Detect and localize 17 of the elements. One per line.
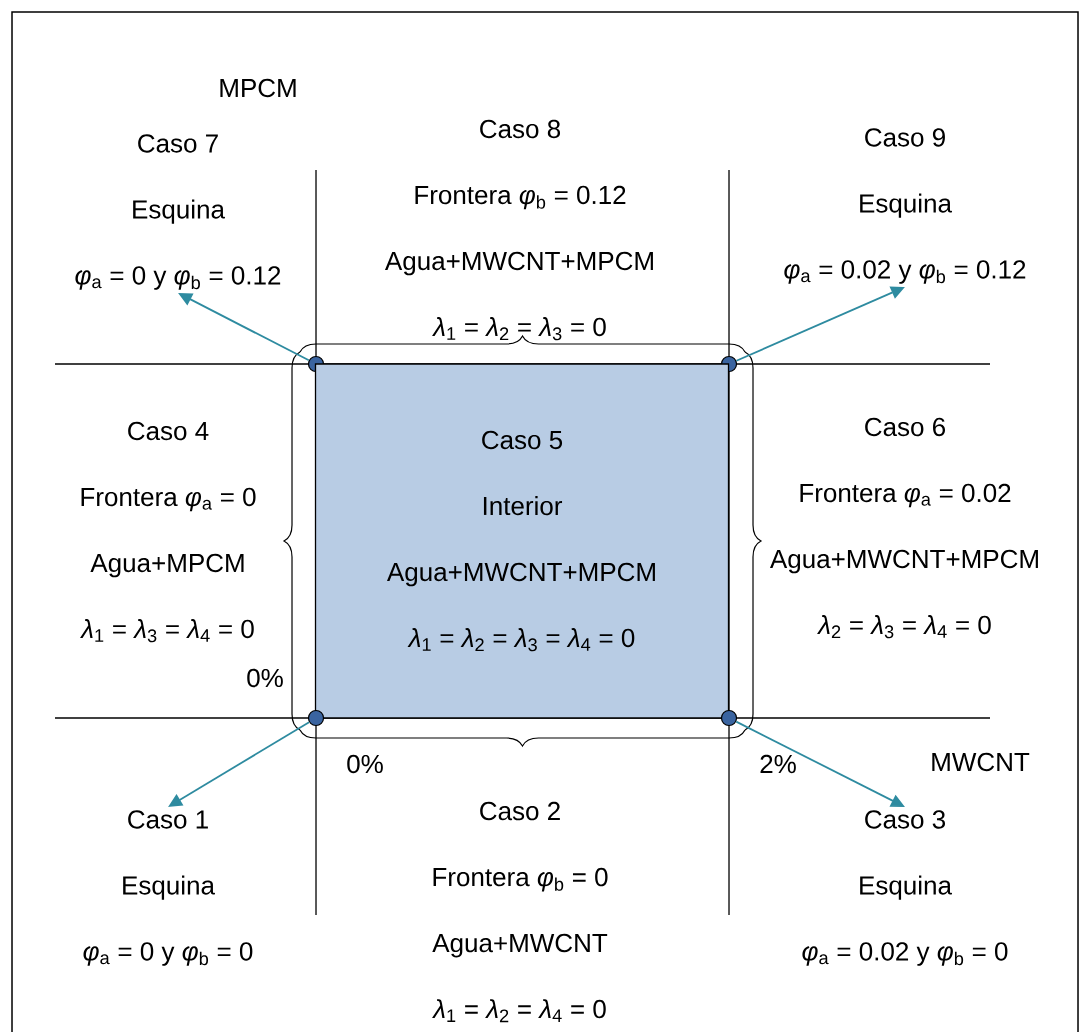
interior-square: Caso 5 Interior Agua+MWCNT+MPCM λ$_{1}$ = λ$_{2}$ = λ$_{3}$ = λ$_{4}$ = 0 xyxy=(314,363,730,719)
corner-dot xyxy=(307,709,325,727)
case-text: Caso 9 Esquina φ$_{a}$ = 0.02 y φ$_{b}$ = 0.12 xyxy=(784,128,1026,284)
case-text: Caso 7 Esquina φ$_{a}$ = 0 y φ$_{b}$ = 0.12 xyxy=(75,134,281,290)
case-text: Caso 3 Esquina φ$_{a}$ = 0.02 y φ$_{b}$ = 0 xyxy=(802,810,1008,966)
case-text: Caso 1 Esquina φ$_{a}$ = 0 y φ$_{b}$ = 0 xyxy=(83,810,253,966)
axis-label: MPCM xyxy=(220,78,296,98)
axis-label: 2% xyxy=(760,754,796,774)
case-text: Caso 2 Frontera φ$_{b}$ = 0 Agua+MWCNT λ$_{1}$ = λ$_{2}$ = λ$_{4}$ = 0 xyxy=(432,801,608,1023)
axis-label: MWCNT xyxy=(932,752,1030,772)
case-text: Caso 4 Frontera φ$_{a}$ = 0 Agua+MPCM λ$_{1}$ = λ$_{3}$ = λ$_{4}$ = 0 xyxy=(80,421,256,643)
case-text: Caso 8 Frontera φ$_{b}$ = 0.12 Agua+MWCNT+MPCM λ$_{1}$ = λ$_{2}$ = λ$_{3}$ = 0 xyxy=(385,119,653,341)
corner-dot xyxy=(720,709,738,727)
case-text: Caso 6 Frontera φ$_{a}$ = 0.02 Agua+MWCNT+MPCM λ$_{2}$ = λ$_{3}$ = λ$_{4}$ = 0 xyxy=(770,417,1038,639)
axis-label: 0% xyxy=(347,754,383,774)
axis-label: 0% xyxy=(247,668,283,688)
arrow xyxy=(168,721,310,807)
